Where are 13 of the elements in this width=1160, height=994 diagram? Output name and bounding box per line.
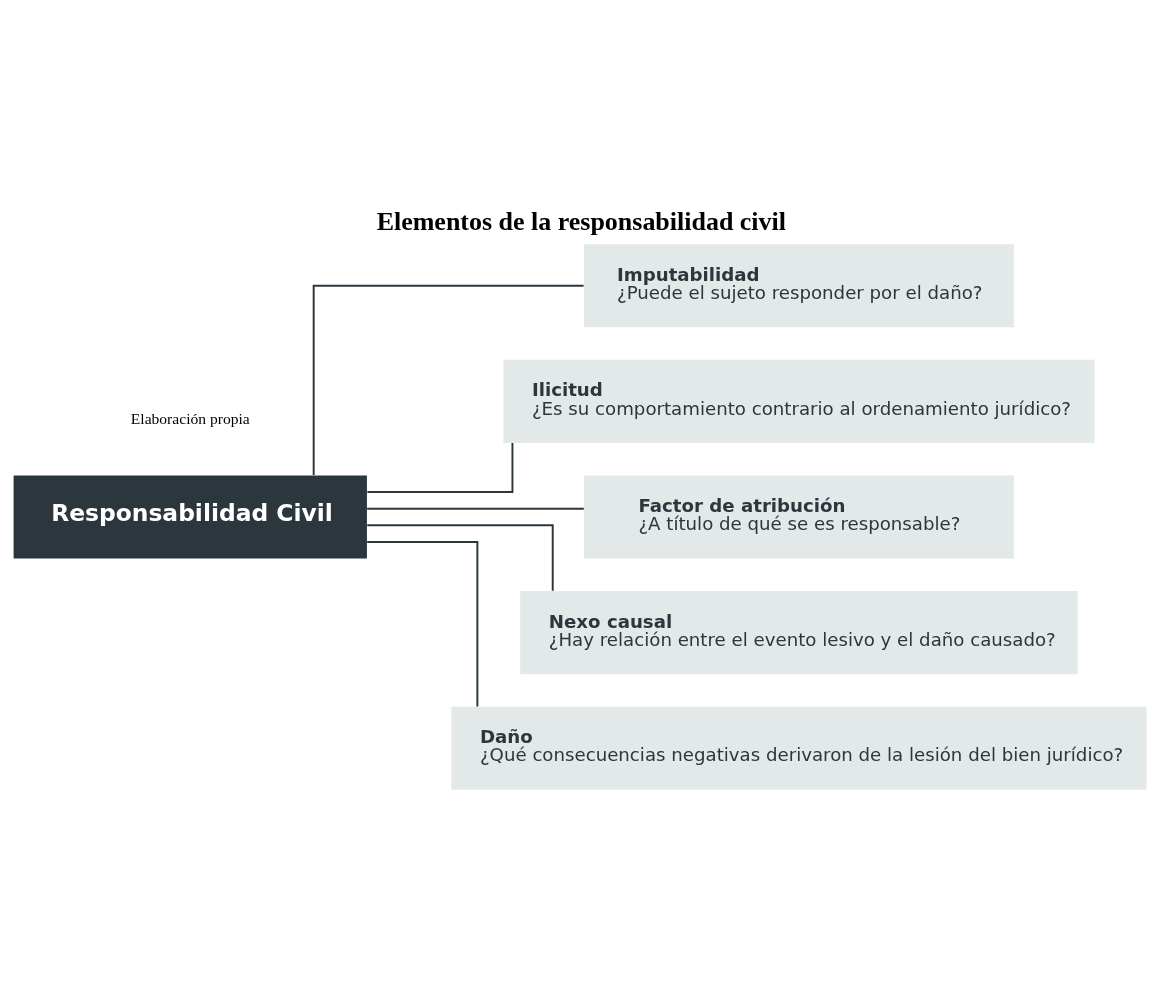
node-box: Factor de atribución ¿A título de qué se es responsable? — [583, 474, 1014, 559]
connector — [366, 507, 585, 510]
connector — [312, 284, 585, 476]
node-box: Daño ¿Qué consecuencias negativas derivaron de la lesión del bien jurídico? — [451, 706, 1147, 790]
label: Elaboración propia — [130, 409, 250, 427]
connector — [366, 523, 554, 592]
connector — [366, 441, 514, 493]
diagram-title: Elementos de la responsabilidad civil — [376, 206, 786, 236]
connector — [366, 540, 479, 707]
node-box: Responsabilidad Civil — [13, 474, 367, 559]
node-box: Nexo causal ¿Hay relación entre el evento lesivo y el daño causado? — [520, 590, 1078, 674]
node-box: Ilicitud ¿Es su comportamiento contrario al ordenamiento jurídico? — [503, 359, 1095, 443]
node-box: Imputabilidad ¿Puede el sujeto responder por el daño? — [583, 243, 1014, 327]
